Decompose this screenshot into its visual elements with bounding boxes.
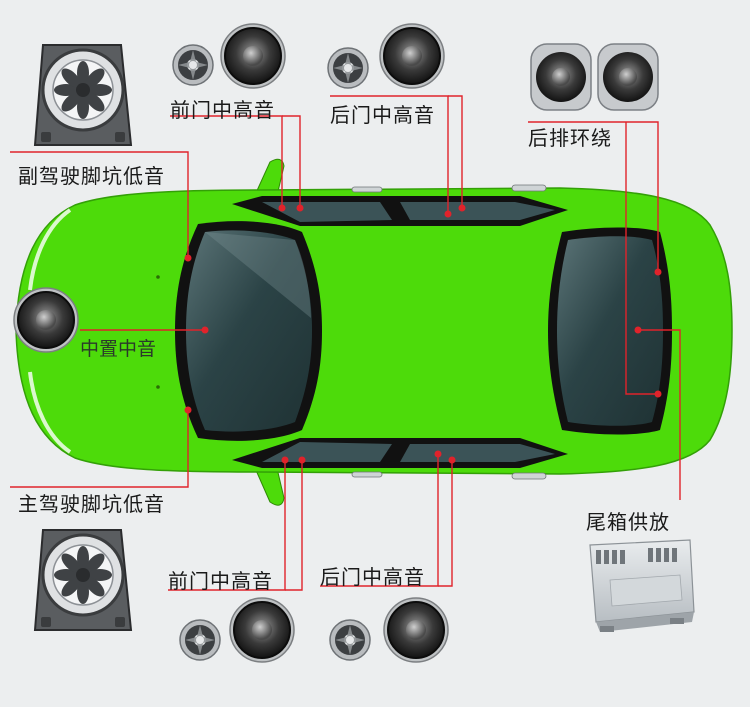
leader-lines bbox=[10, 95, 681, 591]
passenger-sub-label: 副驾驶脚坑低音 bbox=[18, 164, 165, 188]
tweeter-icon bbox=[172, 44, 214, 86]
midrange-speaker-icon bbox=[383, 597, 449, 663]
tweeter-icon bbox=[329, 619, 371, 661]
subwoofer-speaker-icon bbox=[530, 43, 592, 111]
tweeter-icon bbox=[327, 47, 369, 89]
subwoofer-speaker-icon bbox=[33, 43, 133, 147]
rear-door-top-label: 后门中高音 bbox=[330, 103, 435, 127]
center-label: 中置中音 bbox=[80, 338, 157, 360]
driver-sub-label: 主驾驶脚坑低音 bbox=[18, 492, 165, 516]
midrange-speaker-icon bbox=[13, 287, 79, 353]
midrange-speaker-icon bbox=[229, 597, 295, 663]
rear-surround-label: 后排环绕 bbox=[528, 126, 612, 150]
amplifier-label: 尾箱供放 bbox=[586, 510, 670, 534]
subwoofer-speaker-icon bbox=[597, 43, 659, 111]
rear-door-bottom-label: 后门中高音 bbox=[320, 565, 425, 589]
subwoofer-speaker-icon bbox=[33, 528, 133, 632]
front-door-bottom-label: 前门中高音 bbox=[168, 569, 273, 593]
amplifier-icon bbox=[589, 539, 695, 632]
car-top-view-icon bbox=[15, 158, 733, 506]
front-door-top-label: 前门中高音 bbox=[170, 98, 275, 122]
midrange-speaker-icon bbox=[220, 23, 286, 89]
tweeter-icon bbox=[179, 619, 221, 661]
midrange-speaker-icon bbox=[379, 23, 445, 89]
leader-dots bbox=[184, 204, 662, 464]
